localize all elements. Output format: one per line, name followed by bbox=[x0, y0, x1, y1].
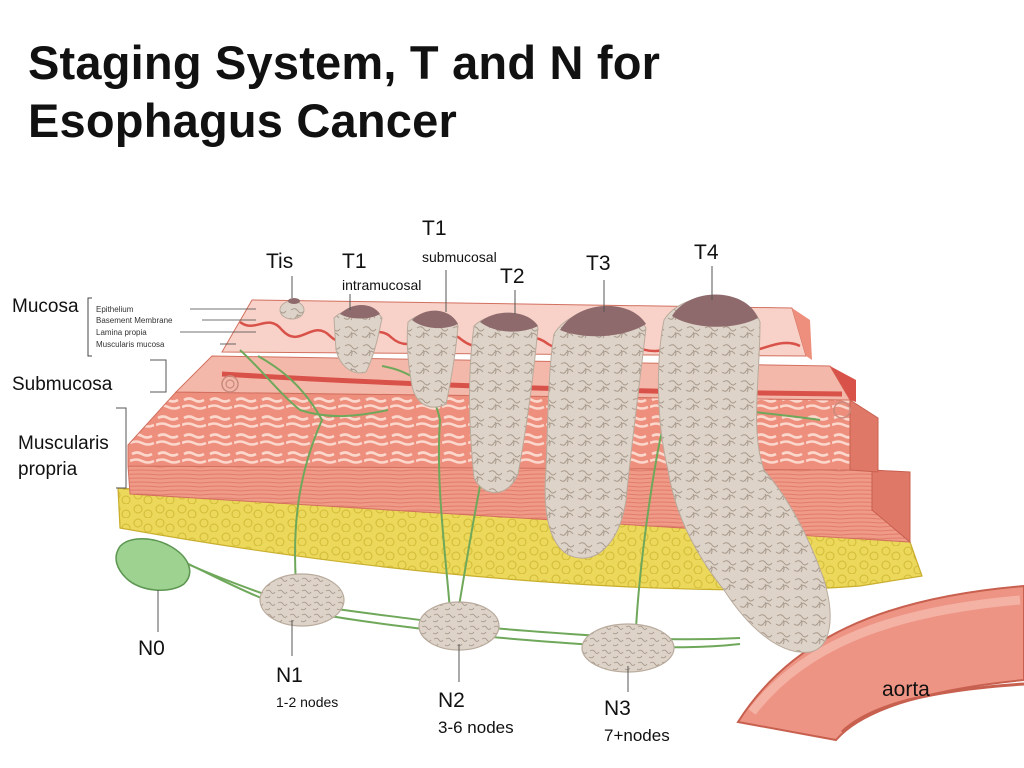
label-muscularis-line-2: propria bbox=[18, 458, 77, 482]
node-n3 bbox=[582, 624, 674, 672]
sublayer-lamina-propia: Lamina propia bbox=[96, 328, 147, 337]
label-t2: T2 bbox=[500, 265, 525, 289]
node-n1 bbox=[260, 574, 344, 626]
label-n3-sub: 7+nodes bbox=[604, 726, 670, 746]
label-n2-sub: 3-6 nodes bbox=[438, 718, 514, 738]
sublayer-epithelium: Epithelium bbox=[96, 305, 134, 314]
label-t4: T4 bbox=[694, 241, 719, 265]
node-n0 bbox=[116, 539, 190, 590]
label-mucosa: Mucosa bbox=[12, 295, 79, 319]
label-t1-submucosal-sub: submucosal bbox=[422, 249, 497, 265]
label-n0: N0 bbox=[138, 637, 165, 661]
label-submucosa: Submucosa bbox=[12, 373, 112, 397]
label-aorta: aorta bbox=[882, 678, 930, 702]
label-tis: Tis bbox=[266, 250, 293, 274]
label-t3: T3 bbox=[586, 252, 611, 276]
label-n3: N3 bbox=[604, 697, 631, 721]
label-t1-intramucosal: T1 bbox=[342, 250, 367, 274]
label-t1-submucosal: T1 bbox=[422, 217, 447, 241]
node-n2 bbox=[419, 602, 499, 650]
label-muscularis-line-1: Muscularis bbox=[18, 432, 109, 456]
sublayer-basement-membrane: Basement Membrane bbox=[96, 316, 173, 325]
sublayer-muscularis-mucosa: Muscularis mucosa bbox=[96, 340, 165, 349]
label-n1: N1 bbox=[276, 664, 303, 688]
label-n2: N2 bbox=[438, 689, 465, 713]
label-n1-sub: 1-2 nodes bbox=[276, 694, 338, 710]
label-t1-intramucosal-sub: intramucosal bbox=[342, 277, 421, 293]
